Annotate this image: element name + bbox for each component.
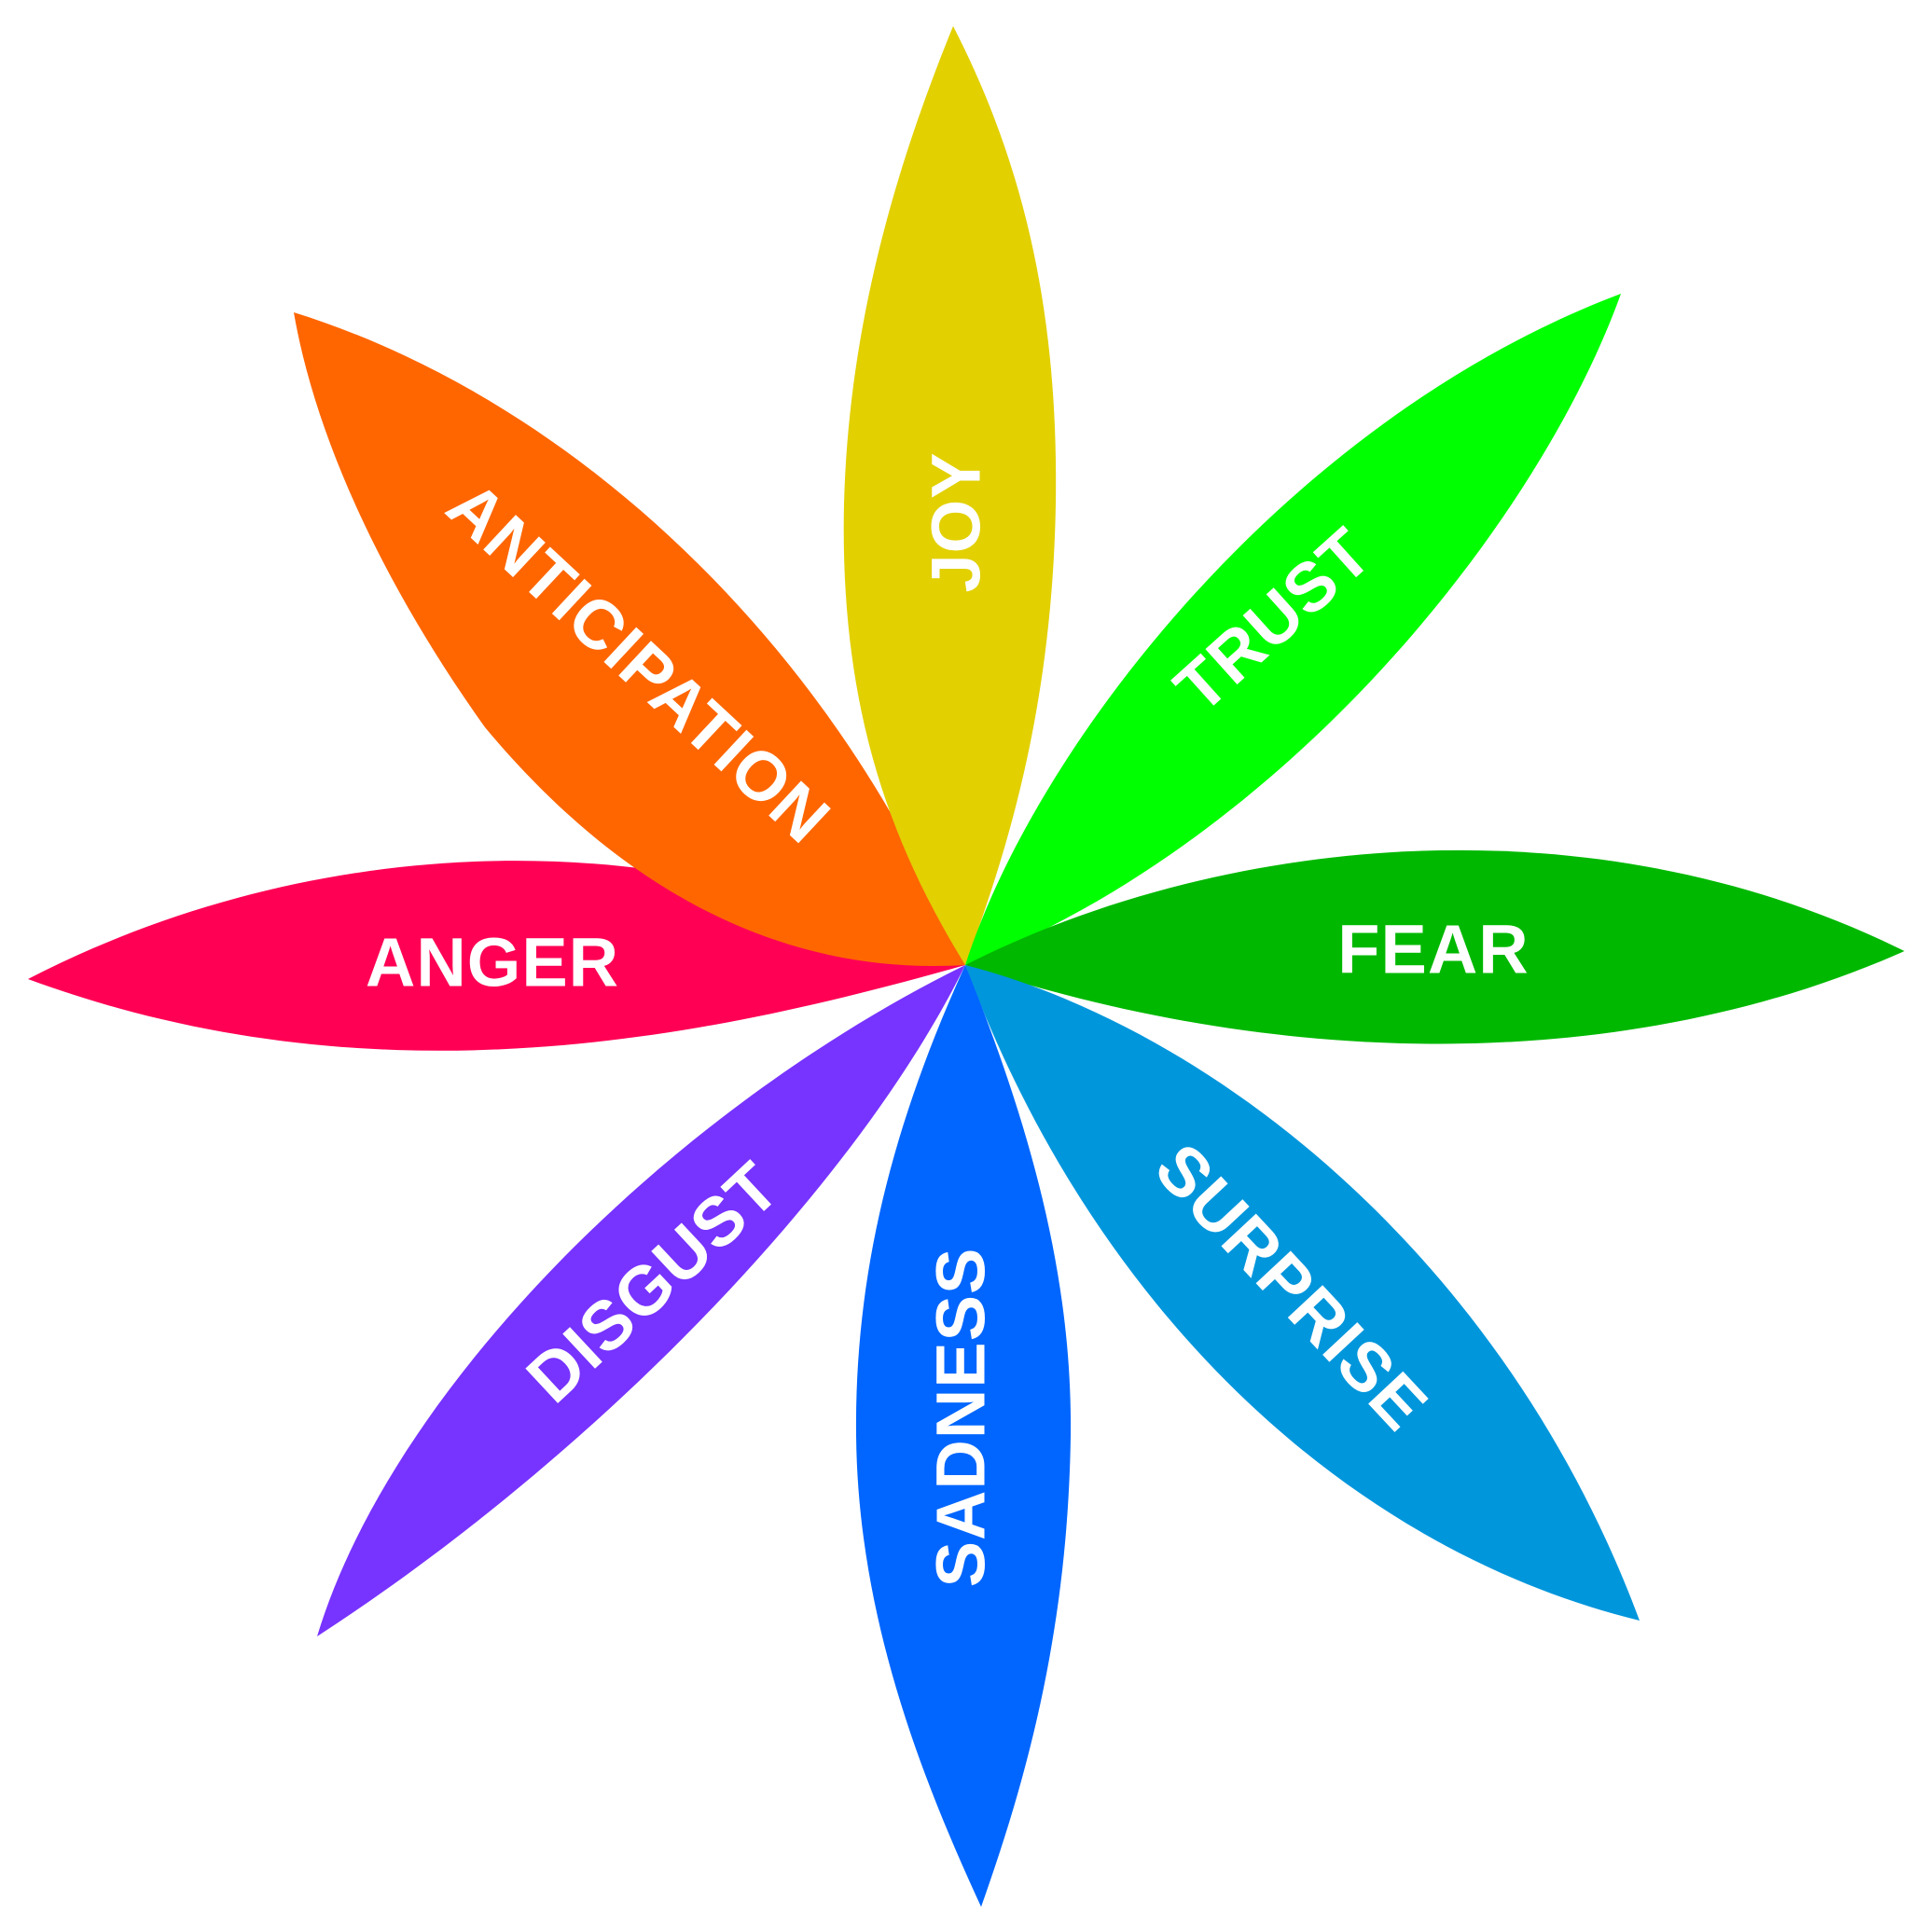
petal-sadness <box>855 965 1072 1907</box>
petal-trust <box>965 294 1621 965</box>
petal-joy <box>843 26 1057 965</box>
label-text: ANGER <box>366 924 619 1001</box>
label-text: SADNESS <box>922 1248 1000 1588</box>
petal-label-sadness: SADNESS <box>922 1248 1000 1588</box>
petal-anticipation <box>294 312 965 967</box>
label-text: JOY <box>918 451 995 592</box>
petal-label-anger: ANGER <box>366 924 619 1001</box>
petal-label-fear: FEAR <box>1337 911 1529 988</box>
petal-surprise <box>965 965 1640 1621</box>
petal-fear <box>965 849 1904 1044</box>
petal-disgust <box>317 965 965 1636</box>
petal-label-joy: JOY <box>918 451 995 592</box>
label-text: FEAR <box>1337 911 1529 988</box>
